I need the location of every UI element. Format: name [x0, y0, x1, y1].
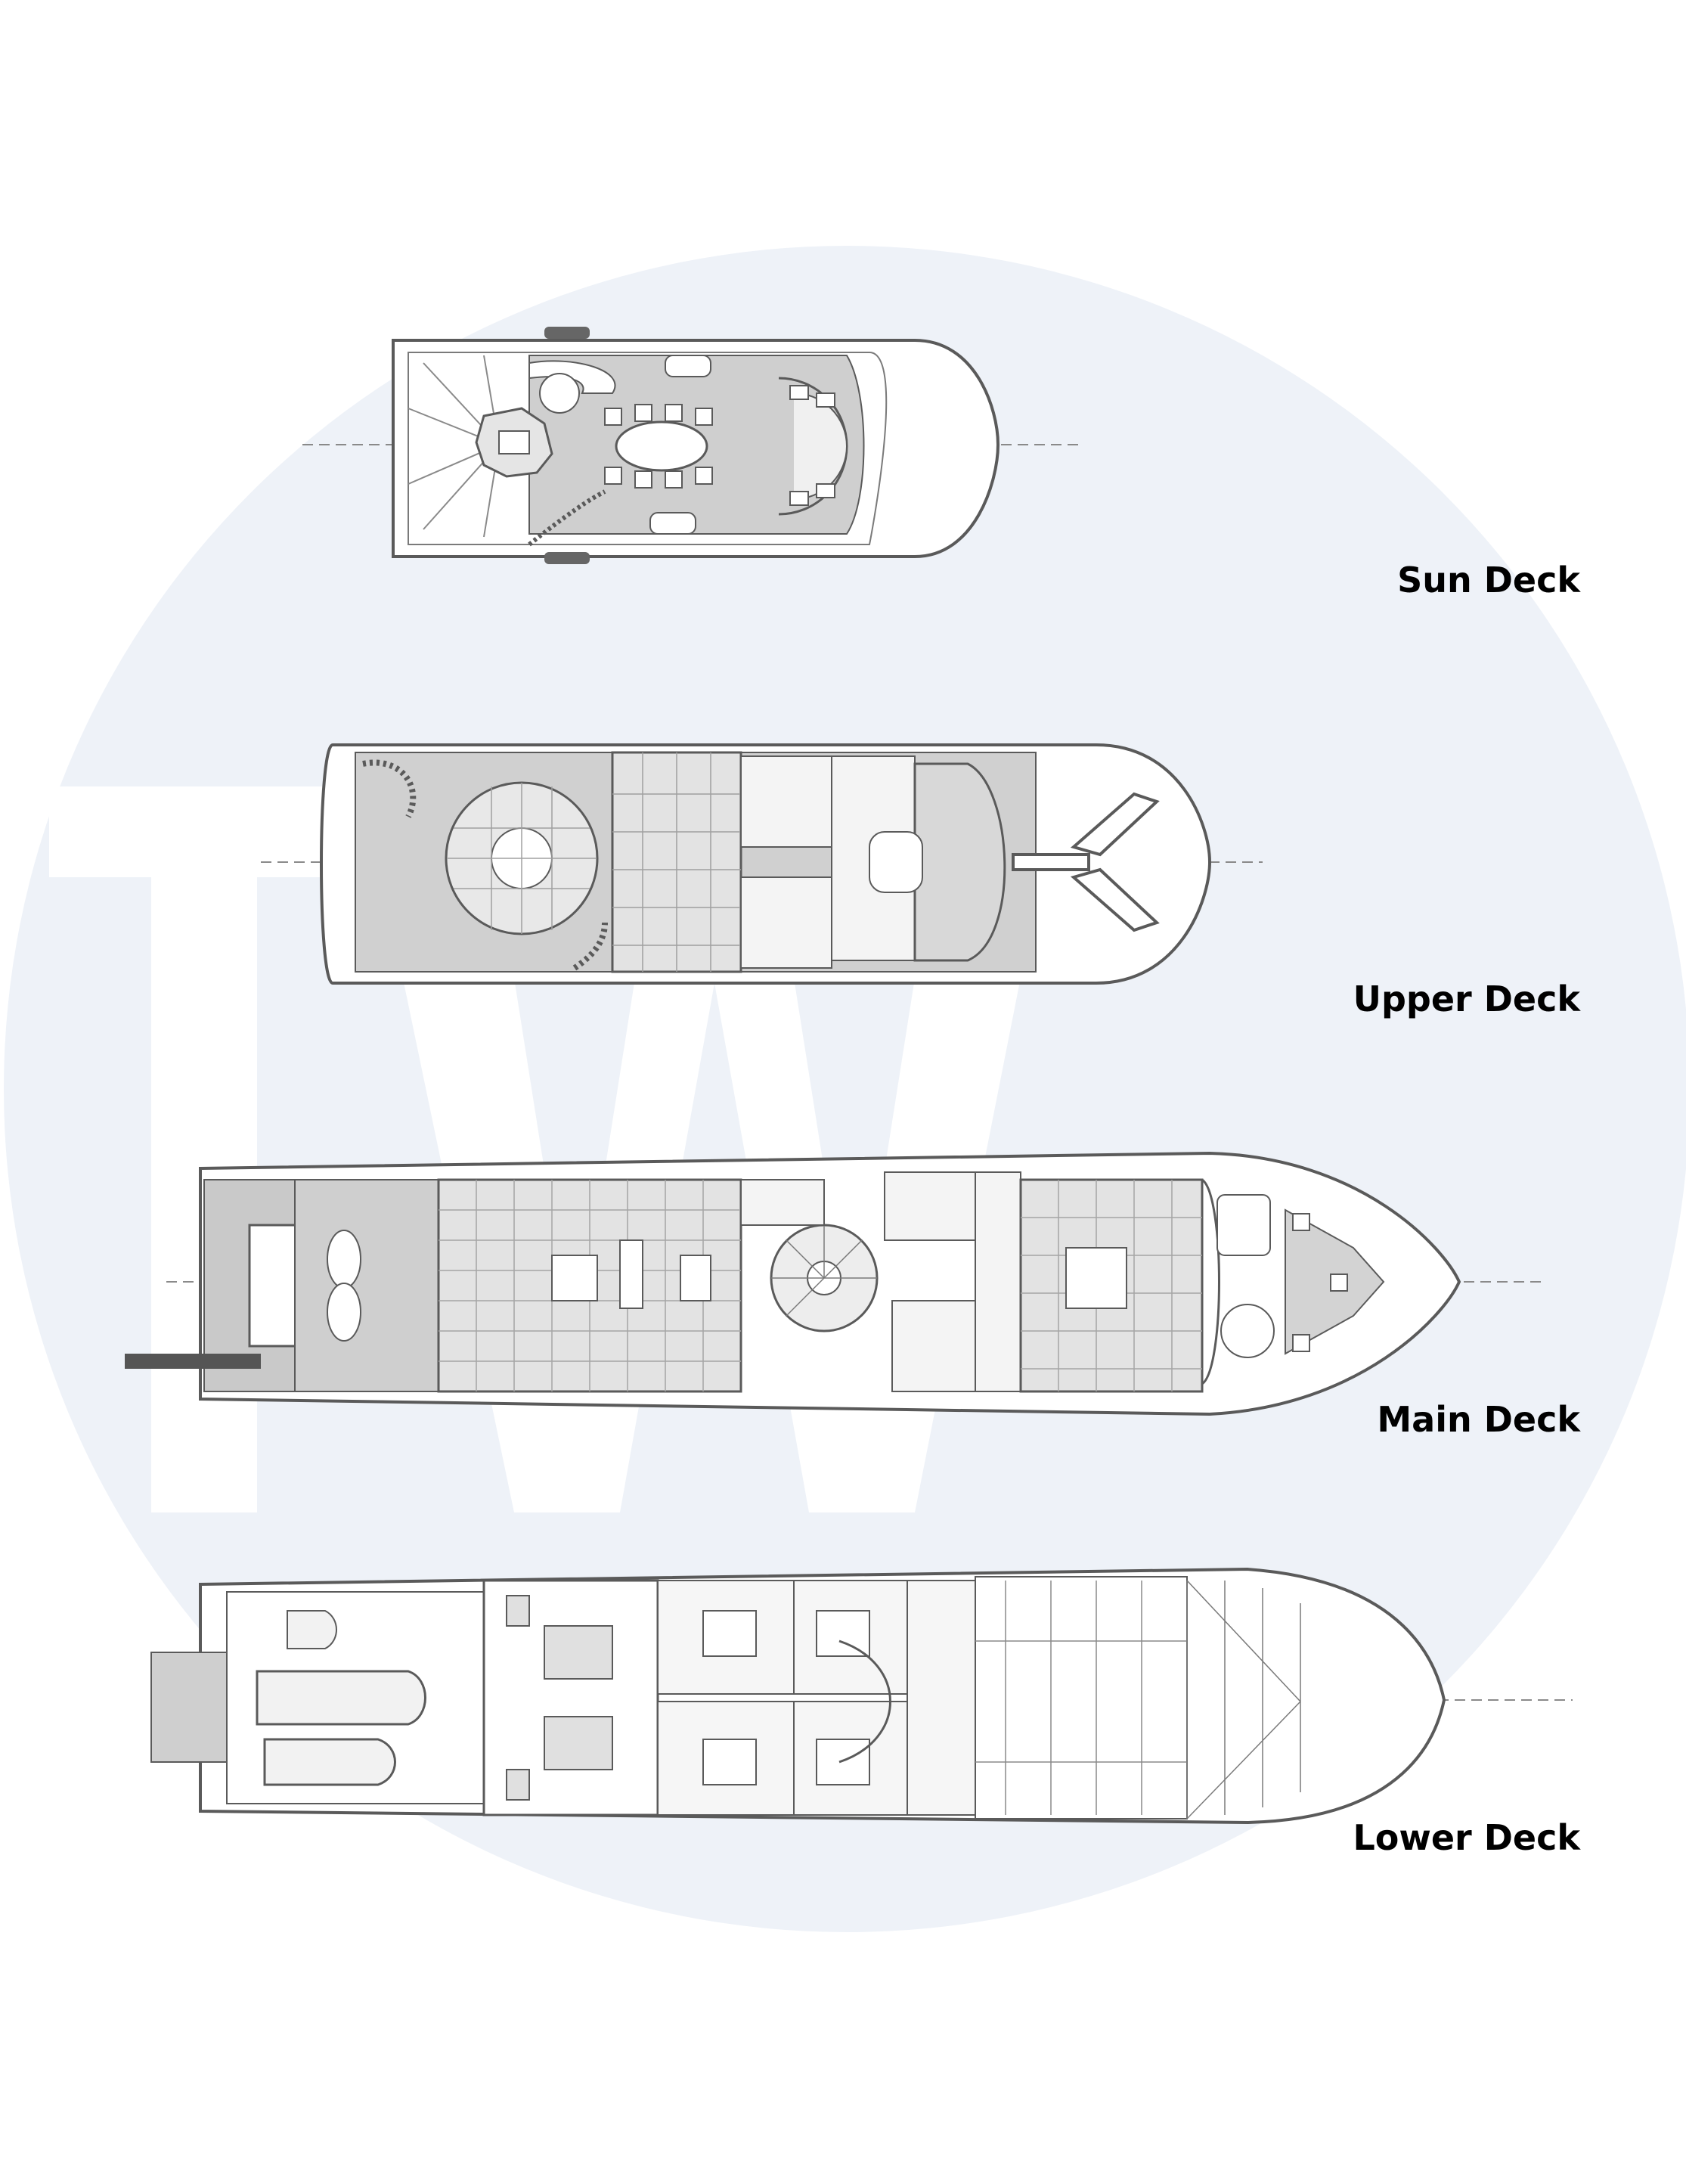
upper-deck-label: Upper Deck — [1353, 979, 1580, 1019]
sun-deck-label: Sun Deck — [1397, 560, 1580, 600]
main-deck-label: Main Deck — [1377, 1399, 1580, 1440]
lower-deck-label: Lower Deck — [1353, 1817, 1580, 1858]
